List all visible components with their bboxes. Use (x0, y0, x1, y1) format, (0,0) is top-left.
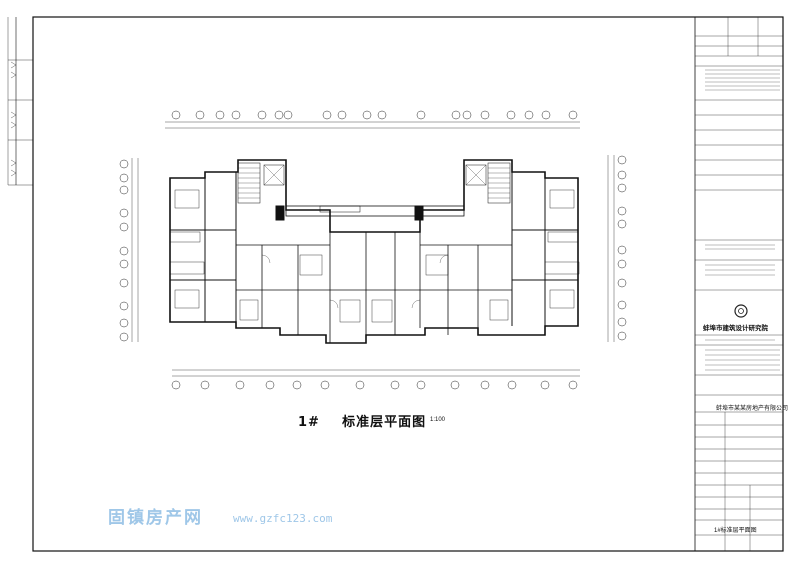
plan-name: 标准层平面图 (342, 415, 427, 430)
axis-bubbles-left (119, 159, 129, 342)
watermark-url[interactable]: www.gzfc123.com (233, 512, 333, 525)
drawing-scale: 1:100 (430, 417, 446, 423)
sheet-frame (7, 16, 784, 552)
dimension-lines (131, 121, 615, 377)
axis-bubbles-right (617, 155, 627, 341)
project-name: 蚌埠市某某房地产有限公司 (716, 406, 789, 412)
axis-bubbles-bottom (171, 380, 578, 390)
watermark-site-name: 固镇房产网 (108, 508, 203, 528)
drawing-name: 1#标准层平面图 (714, 528, 757, 534)
title-block (695, 17, 783, 551)
axis-bubbles-top (171, 110, 578, 120)
institute-name: 蚌埠市建筑设计研究院 (703, 325, 768, 332)
drawing-title: 1# 标准层平面图 (298, 411, 426, 430)
binding-marks (10, 61, 17, 177)
floor-plan (169, 159, 580, 344)
building-number: 1# (298, 415, 320, 430)
